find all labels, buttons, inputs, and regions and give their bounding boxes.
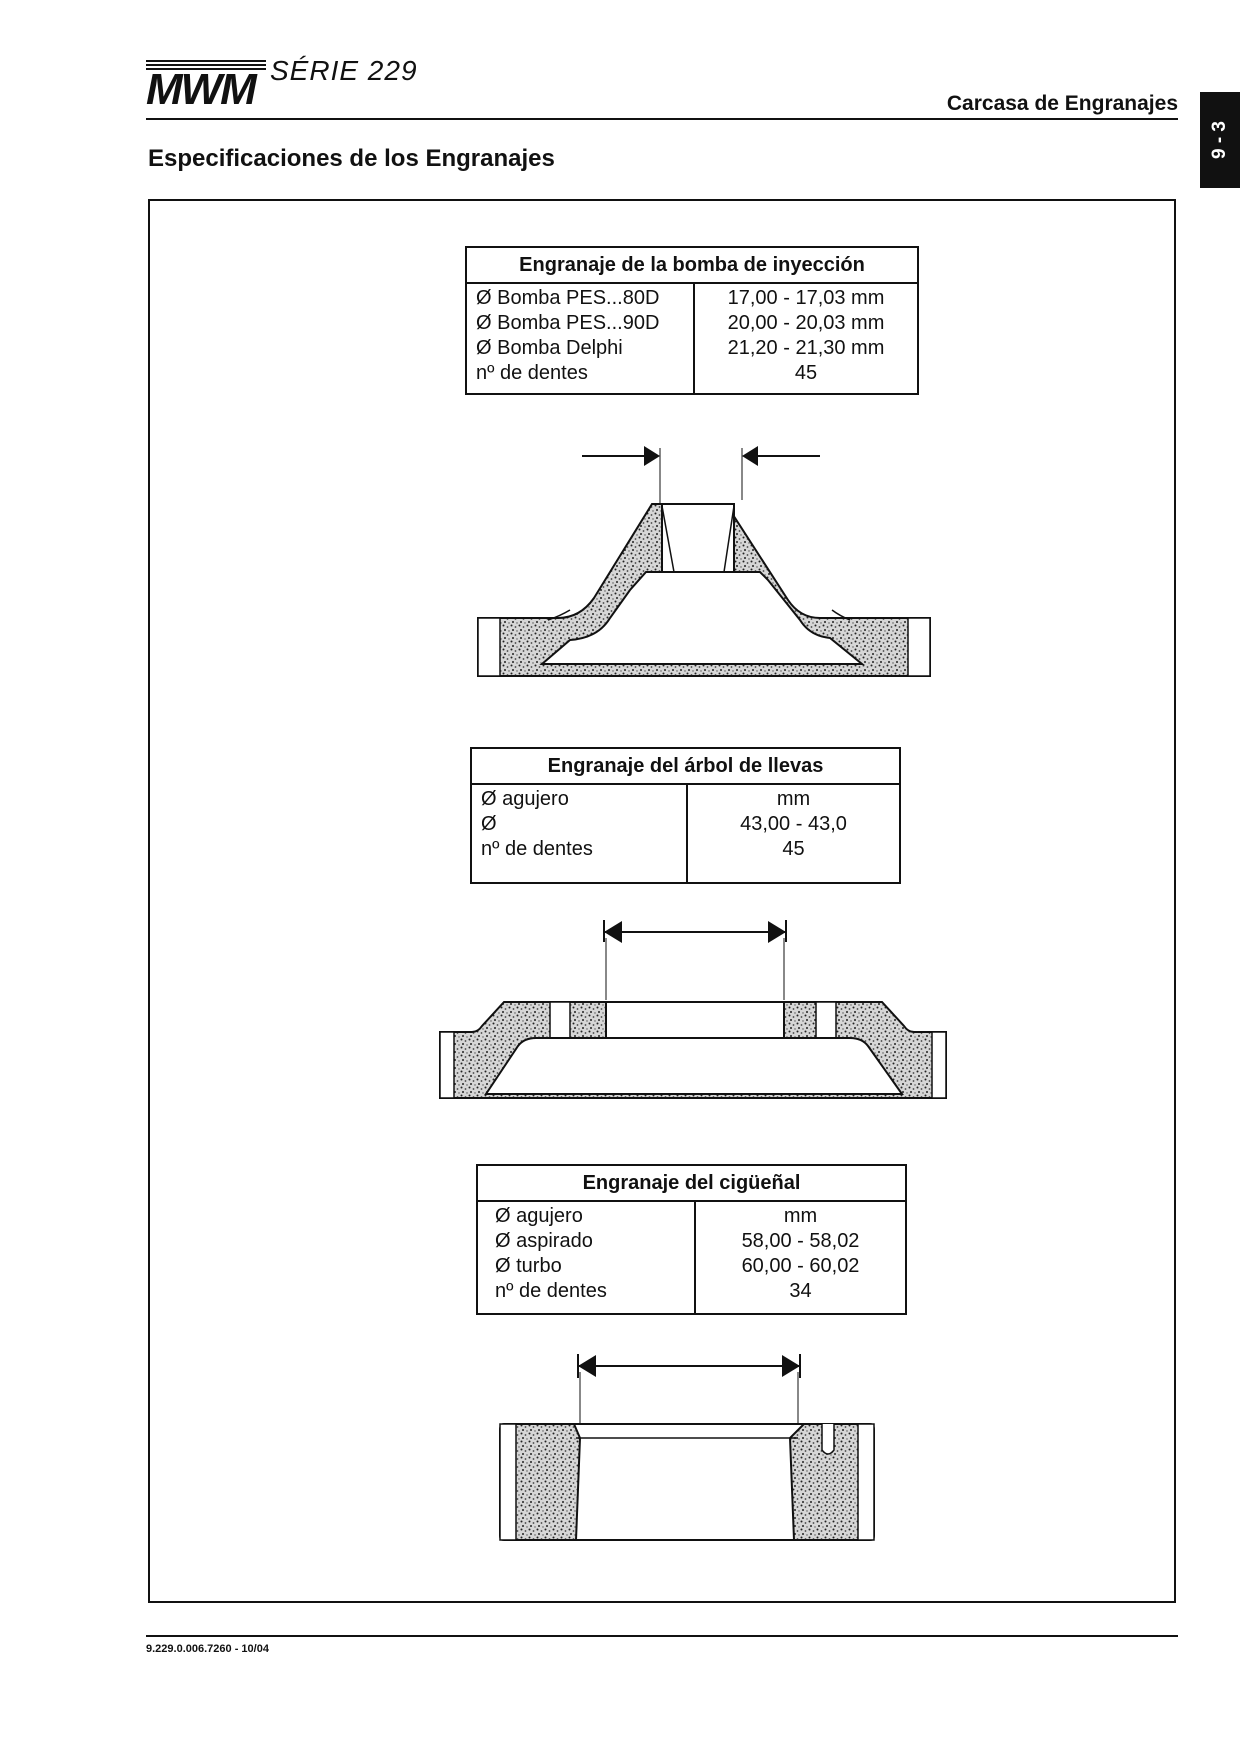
spec-value: 20,00 - 20,03 mm xyxy=(727,312,885,334)
spec-labels: Ø Bomba PES...80D Ø Bomba PES...90D Ø Bo… xyxy=(467,284,695,393)
spec-labels: Ø agujero Ø aspirado Ø turbo nº de dente… xyxy=(478,1202,696,1313)
spec-value: mm xyxy=(783,1205,818,1227)
footer-divider xyxy=(146,1635,1178,1637)
spec-value: mm xyxy=(776,788,811,810)
spec-value: 60,00 - 60,02 xyxy=(741,1255,860,1277)
spec-values: mm 58,00 - 58,02 60,00 - 60,02 34 xyxy=(696,1202,905,1313)
spec-table-title: Engranaje del árbol de llevas xyxy=(472,749,899,785)
chapter-tab[interactable]: 9 - 3 xyxy=(1200,92,1240,188)
spec-label: Ø agujero xyxy=(495,1205,583,1227)
chapter-number: 9 - 3 xyxy=(1209,120,1230,160)
spec-label: Ø aspirado xyxy=(495,1230,593,1252)
spec-table-camshaft-gear: Engranaje del árbol de llevas Ø agujero … xyxy=(470,747,901,884)
spec-label: Ø Bomba PES...80D xyxy=(476,287,660,309)
spec-label: Ø xyxy=(481,813,497,835)
spec-table-injection-pump-gear: Engranaje de la bomba de inyección Ø Bom… xyxy=(465,246,919,395)
spec-values: 17,00 - 17,03 mm 20,00 - 20,03 mm 21,20 … xyxy=(695,284,917,393)
spec-label: Ø Bomba PES...90D xyxy=(476,312,660,334)
spec-values: mm 43,00 - 43,0 45 xyxy=(688,785,899,882)
spec-label: nº de dentes xyxy=(495,1280,607,1302)
spec-value: 21,20 - 21,30 mm xyxy=(727,337,885,359)
header-divider xyxy=(146,118,1178,120)
logo-series: SÉRIE 229 xyxy=(270,55,418,86)
spec-label: Ø turbo xyxy=(495,1255,562,1277)
logo-stripes xyxy=(146,60,266,70)
page-title: Especificaciones de los Engranajes xyxy=(148,145,555,172)
content-frame xyxy=(148,199,1176,1603)
spec-label: Ø agujero xyxy=(481,788,569,810)
spec-value: 43,00 - 43,0 xyxy=(740,813,847,835)
crankshaft-gear-drawing xyxy=(499,1354,875,1541)
spec-value: 17,00 - 17,03 mm xyxy=(727,287,885,309)
spec-table-title: Engranaje de la bomba de inyección xyxy=(467,248,917,284)
spec-value: 34 xyxy=(789,1280,812,1302)
spec-table-title: Engranaje del cigüeñal xyxy=(478,1166,905,1202)
spec-value: 45 xyxy=(782,838,805,860)
document-code: 9.229.0.006.7260 - 10/04 xyxy=(146,1643,269,1655)
logo-brand: MWM xyxy=(146,65,257,114)
spec-value: 45 xyxy=(794,362,818,384)
injection-pump-gear-drawing xyxy=(477,446,931,677)
spec-table-crankshaft-gear: Engranaje del cigüeñal Ø agujero Ø aspir… xyxy=(476,1164,907,1315)
spec-label: Ø Bomba Delphi xyxy=(476,337,623,359)
spec-labels: Ø agujero Ø nº de dentes xyxy=(472,785,688,882)
spec-label: nº de dentes xyxy=(481,838,593,860)
spec-label: nº de dentes xyxy=(476,362,588,384)
spec-value: 58,00 - 58,02 xyxy=(741,1230,860,1252)
section-title: Carcasa de Engranajes xyxy=(946,92,1178,115)
camshaft-gear-drawing xyxy=(439,920,947,1099)
